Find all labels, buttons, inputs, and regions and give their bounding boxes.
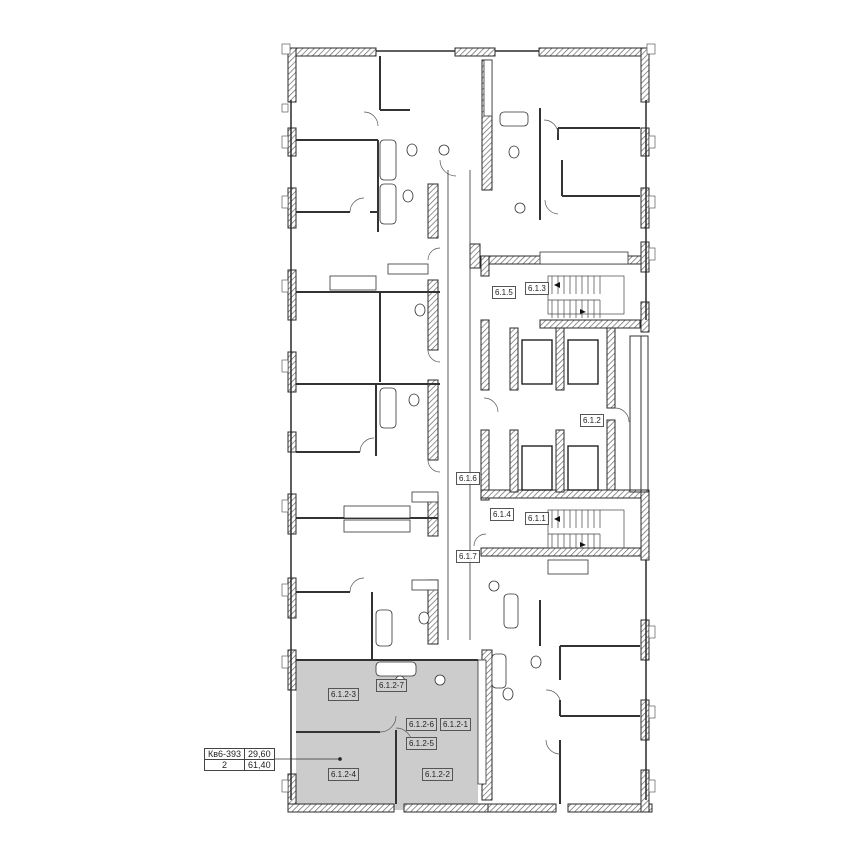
common-area-label: 6.1.7 bbox=[456, 550, 480, 563]
room-label[interactable]: 6.1.2-4 bbox=[328, 768, 359, 781]
room-count: 2 bbox=[203, 759, 246, 771]
toilet-icon bbox=[406, 143, 418, 157]
toilet-icon bbox=[508, 145, 520, 159]
total-area: 61,40 bbox=[244, 759, 275, 771]
bathtub-icon bbox=[503, 593, 519, 629]
common-area-label: 6.1.1 bbox=[525, 512, 549, 525]
bathtub-icon bbox=[379, 183, 397, 225]
toilet-icon bbox=[530, 655, 542, 669]
room-label[interactable]: 6.1.2-2 bbox=[422, 768, 453, 781]
room-label[interactable]: 6.1.2-3 bbox=[328, 688, 359, 701]
common-area-label: 6.1.3 bbox=[525, 282, 549, 295]
bathtub-icon bbox=[379, 387, 397, 429]
living-area: 29,60 bbox=[244, 748, 275, 760]
apartment-info-table: Кв6-393 29,60 2 61,40 bbox=[203, 748, 275, 771]
common-area-label: 6.1.5 bbox=[492, 286, 516, 299]
bathtub-icon bbox=[375, 609, 393, 647]
toilet-icon bbox=[408, 393, 420, 407]
washer-icon bbox=[438, 144, 450, 156]
bathtub-icon bbox=[375, 661, 417, 677]
room-label[interactable]: 6.1.2-5 bbox=[406, 737, 437, 750]
toilet-icon bbox=[414, 303, 426, 317]
toilet-icon bbox=[418, 611, 430, 625]
bathtub-icon bbox=[379, 139, 397, 181]
corridor bbox=[447, 170, 471, 640]
washer-icon bbox=[488, 580, 500, 592]
windows bbox=[290, 50, 647, 800]
kitchen-counters bbox=[329, 59, 629, 785]
elevators bbox=[521, 339, 599, 491]
bathroom-fixtures bbox=[375, 111, 542, 701]
room-label[interactable]: 6.1.2-1 bbox=[440, 718, 471, 731]
apartment-number: Кв6-393 bbox=[203, 748, 246, 760]
bathtub-icon bbox=[491, 653, 507, 689]
common-area-label: 6.1.4 bbox=[490, 508, 514, 521]
common-area-label: 6.1.6 bbox=[456, 472, 480, 485]
toilet-icon bbox=[402, 189, 414, 203]
room-label[interactable]: 6.1.2-6 bbox=[406, 718, 437, 731]
stair-arrows bbox=[554, 282, 586, 547]
staircase-lower bbox=[547, 509, 625, 549]
common-area-label: 6.1.2 bbox=[580, 414, 604, 427]
toilet-icon bbox=[502, 687, 514, 701]
leader-line bbox=[274, 757, 342, 761]
bathtub-icon bbox=[499, 111, 529, 127]
washer-icon bbox=[514, 202, 526, 214]
room-label[interactable]: 6.1.2-7 bbox=[376, 679, 407, 692]
window-sills bbox=[281, 43, 656, 793]
washer-icon bbox=[434, 674, 446, 686]
balcony bbox=[629, 335, 649, 493]
